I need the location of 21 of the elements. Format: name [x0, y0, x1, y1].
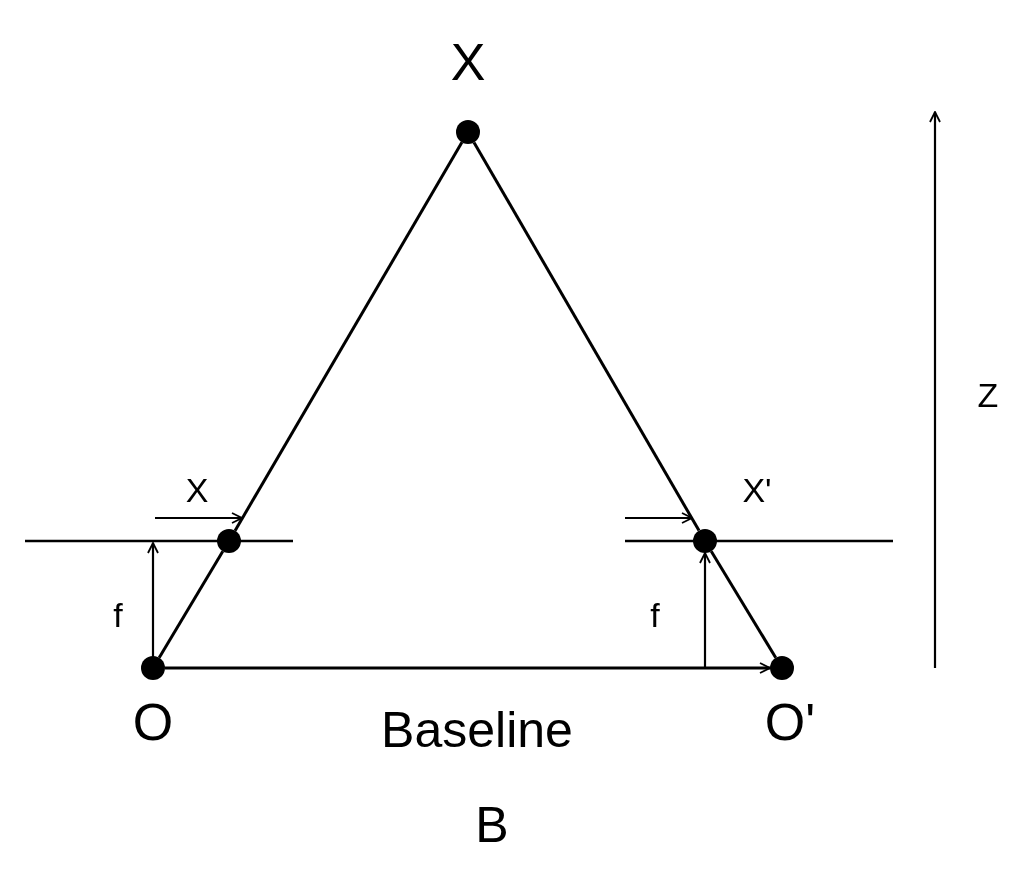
line — [233, 141, 464, 532]
label-text: X' — [742, 473, 772, 507]
label-text: Z — [977, 378, 999, 412]
label-text: f — [650, 598, 660, 632]
point-dot — [217, 529, 241, 553]
label-text: f — [113, 598, 123, 632]
point-label: O' — [764, 696, 816, 748]
label-text: Baseline — [381, 705, 573, 755]
label-text: B — [475, 800, 509, 850]
point-dot — [141, 656, 165, 680]
point-dot — [770, 656, 794, 680]
line — [709, 550, 778, 659]
arrow — [699, 552, 711, 668]
point-label: O — [132, 696, 174, 748]
point-dot — [456, 120, 480, 144]
arrow — [165, 662, 771, 674]
line — [472, 141, 701, 532]
point-dot — [693, 529, 717, 553]
point-label: X — [450, 36, 486, 88]
label-text: X — [185, 473, 209, 507]
line — [157, 550, 225, 659]
